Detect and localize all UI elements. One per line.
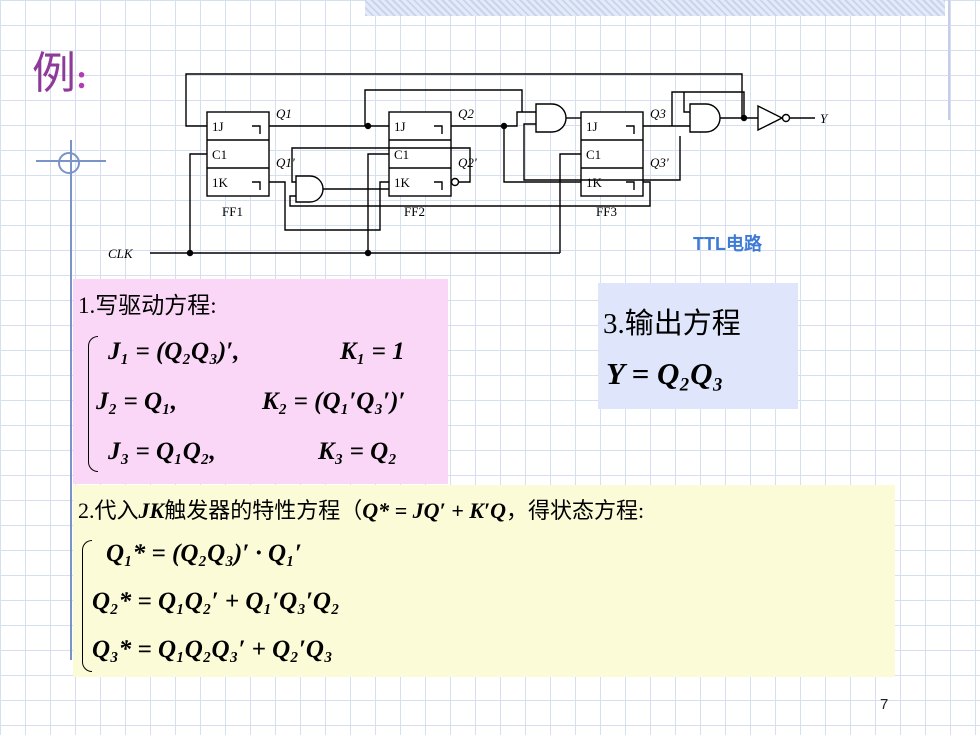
ff2-label: FF2 [404,204,425,219]
ff2-pin-1k: 1K [394,175,411,190]
ff2-pin-c1: C1 [394,147,409,162]
ff3-pin-1j: 1J [586,119,598,134]
heading-part-c: 触发器的特性方程（ [164,498,363,523]
eq-y: Y = Q₂Q₃ [606,356,724,391]
eq-j1: J₁ = (Q₂Q₃)′, [108,338,240,365]
circuit-diagram: 1J C1 1K 1J C1 1K 1J C1 1K FF1 FF2 FF3 Q… [108,73,829,261]
ttl-note: TTL电路 [693,234,762,254]
ff1-label: FF1 [222,204,243,219]
decor-vertical-line [948,0,950,120]
output-equation-heading: 3.输出方程 [603,308,741,340]
slide-title: 例: [32,52,87,96]
and-gate-output [689,103,721,133]
eq-j3: J₃ = Q₁Q₂, [108,438,216,465]
and-gate-ff2 [295,175,324,203]
drive-equations-box [73,279,448,484]
eq-j2: J₂ = Q₁, [96,388,177,415]
ff2-pin-1j: 1J [394,119,406,134]
q1n-label: Q1' [276,155,295,170]
page-number: 7 [880,696,889,713]
eq-q3-next: Q₃* = Q₁Q₂Q₃′ + Q₂′Q₃ [92,636,333,663]
top-banner [365,0,945,16]
q3-label: Q3 [650,106,666,121]
y-label: Y [820,111,829,126]
ff1-pin-1j: 1J [212,119,224,134]
clk-label: CLK [108,246,134,261]
state-equations-heading: 2.代入JK触发器的特性方程（Q* = JQ′ + K′Q，得状态方程: [78,493,644,525]
ff1-pin-c1: C1 [212,147,227,162]
not-gate [757,104,784,132]
slide-title-text: 例 [32,49,76,98]
ff1-pin-1k: 1K [212,175,229,190]
q1-label: Q1 [276,106,292,121]
eq-k1: K₁ = 1 [340,338,405,365]
and-gate-ff3 [535,103,567,133]
decor-crosshair-v [70,140,72,660]
decor-crosshair-circle [58,152,80,174]
heading-part-a: 2.代入 [78,498,139,523]
ff3-pin-1k: 1K [586,175,603,190]
drive-equations-heading: 1.写驱动方程: [78,293,217,318]
heading-part-d: Q* = JQ′ + K′Q [362,498,507,523]
slide-title-colon: : [76,59,88,96]
q2-label: Q2 [458,106,474,121]
eq-q2-next: Q₂* = Q₁Q₂′ + Q₁′Q₃′Q₂ [92,588,340,615]
eq-k2: K₂ = (Q₁′Q₃′)′ [262,388,406,415]
eq-k3: K₃ = Q₂ [318,438,397,465]
heading-part-e: ，得状态方程: [506,498,645,523]
state-brace [82,540,92,672]
output-equation-box [598,283,798,409]
q2n-label: Q2' [458,155,477,170]
heading-part-b: JK [138,498,165,523]
ff3-label: FF3 [596,204,617,219]
state-equations-box [73,485,895,677]
ff3-pin-c1: C1 [586,147,601,162]
q3n-label: Q3' [650,155,669,170]
eq-q1-next: Q₁* = (Q₂Q₃)′ · Q₁′ [106,540,302,567]
